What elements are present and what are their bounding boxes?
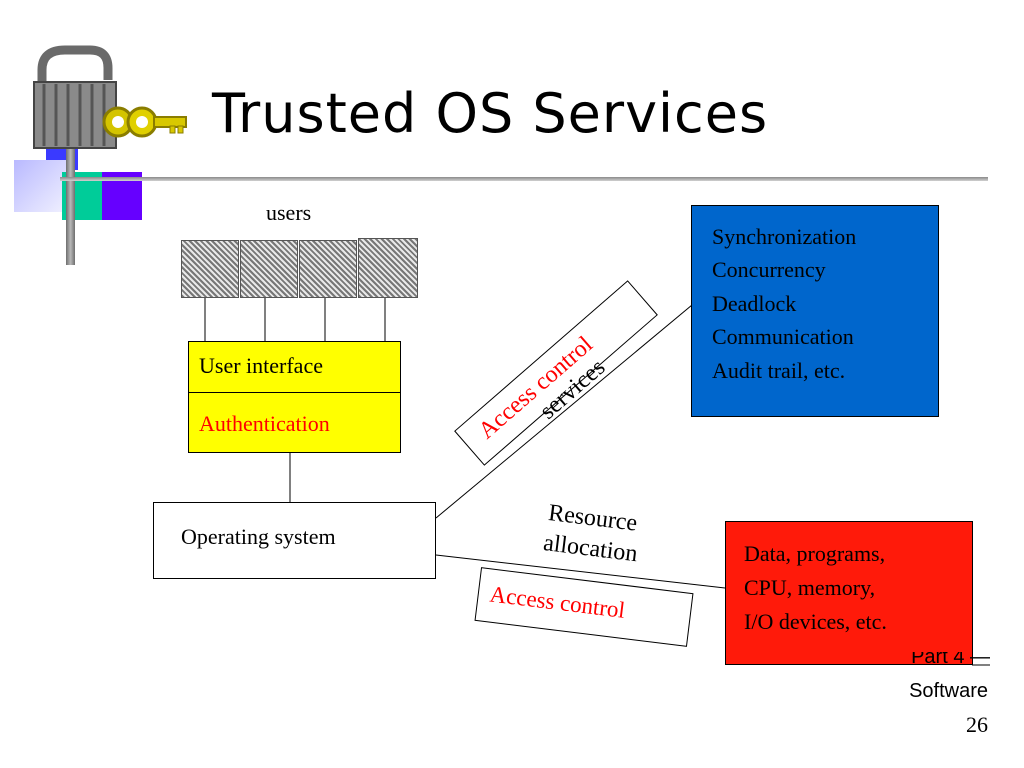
page-number: 26 (966, 712, 988, 737)
logo-vertical-bar (66, 130, 75, 265)
resources-box: Data, programs, CPU, memory, I/O devices… (725, 521, 973, 665)
footer-section: Software (909, 680, 988, 702)
resources-item-2: CPU, memory, (744, 575, 876, 600)
services-item-3: Deadlock (712, 291, 797, 316)
user-interface-label: User interface (199, 353, 323, 378)
access-control-lower-label: Access control (488, 581, 627, 623)
services-item-5: Audit trail, etc. (712, 358, 846, 383)
resources-item-3: I/O devices, etc. (744, 609, 887, 634)
slide-title: Trusted OS Services (212, 82, 769, 145)
resources-item-1: Data, programs, (744, 541, 886, 566)
title-underline (60, 177, 988, 181)
services-item-2: Concurrency (712, 257, 826, 282)
user-figure-3 (299, 240, 357, 298)
operating-system-label: Operating system (181, 524, 336, 549)
services-item-4: Communication (712, 324, 854, 349)
operating-system-box: Operating system (153, 502, 436, 579)
user-figure-2 (240, 240, 298, 298)
users-label: users (266, 200, 312, 225)
user-figure-1 (181, 240, 239, 298)
padlock-with-key-icon (33, 45, 187, 149)
logo-square-lavender (14, 160, 66, 212)
services-box: Synchronization Concurrency Deadlock Com… (691, 205, 939, 417)
user-figure-4 (358, 238, 418, 298)
services-item-1: Synchronization (712, 224, 857, 249)
user-interface-box: User interface (188, 341, 401, 393)
authentication-box: Authentication (188, 392, 401, 453)
authentication-label: Authentication (199, 411, 330, 436)
footer-part: Part 4 — (911, 652, 990, 668)
